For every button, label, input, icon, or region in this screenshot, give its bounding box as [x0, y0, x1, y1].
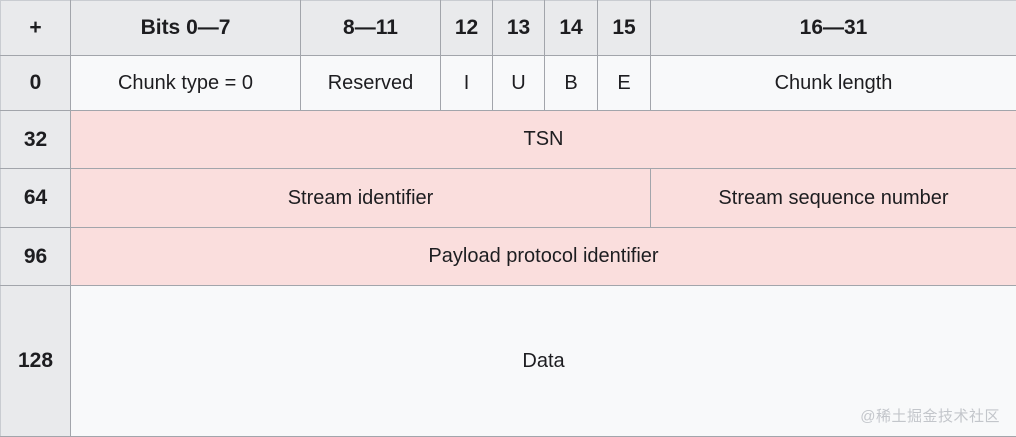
watermark-label: @稀土掘金技术社区	[860, 405, 1000, 426]
header-bits-8-11: 8—11	[301, 1, 441, 56]
table-row-offset-32: 32 TSN	[1, 111, 1016, 169]
header-bits-0-7: Bits 0—7	[71, 1, 301, 56]
header-bit-12: 12	[441, 1, 493, 56]
header-bit-14: 14	[545, 1, 598, 56]
field-flag-b: B	[545, 56, 598, 111]
header-bits-16-31: 16—31	[651, 1, 1016, 56]
field-stream-identifier: Stream identifier	[71, 169, 651, 228]
field-chunk-type: Chunk type = 0	[71, 56, 301, 111]
header-offset-label: +	[1, 1, 71, 56]
field-flag-i: I	[441, 56, 493, 111]
field-data-label: Data	[522, 350, 564, 373]
field-chunk-length: Chunk length	[651, 56, 1016, 111]
field-flag-u: U	[493, 56, 545, 111]
field-flag-e: E	[598, 56, 651, 111]
row-offset-0: 0	[1, 56, 71, 111]
field-stream-sequence-number: Stream sequence number	[651, 169, 1016, 228]
row-offset-128: 128	[1, 286, 71, 437]
field-data: Data @稀土掘金技术社区	[71, 286, 1016, 437]
field-payload-protocol-identifier: Payload protocol identifier	[71, 228, 1016, 286]
table-row-offset-64: 64 Stream identifier Stream sequence num…	[1, 169, 1016, 228]
table-row-offset-96: 96 Payload protocol identifier	[1, 228, 1016, 286]
table-row-offset-128: 128 Data @稀土掘金技术社区	[1, 286, 1016, 437]
table-header-row: + Bits 0—7 8—11 12 13 14 15 16—31	[1, 1, 1016, 56]
row-offset-32: 32	[1, 111, 71, 169]
field-tsn: TSN	[71, 111, 1016, 169]
row-offset-96: 96	[1, 228, 71, 286]
header-bit-13: 13	[493, 1, 545, 56]
table-row-offset-0: 0 Chunk type = 0 Reserved I U B E Chunk …	[1, 56, 1016, 111]
header-bit-15: 15	[598, 1, 651, 56]
data-cell-wrapper: Data @稀土掘金技术社区	[71, 286, 1016, 436]
row-offset-64: 64	[1, 169, 71, 228]
field-reserved: Reserved	[301, 56, 441, 111]
